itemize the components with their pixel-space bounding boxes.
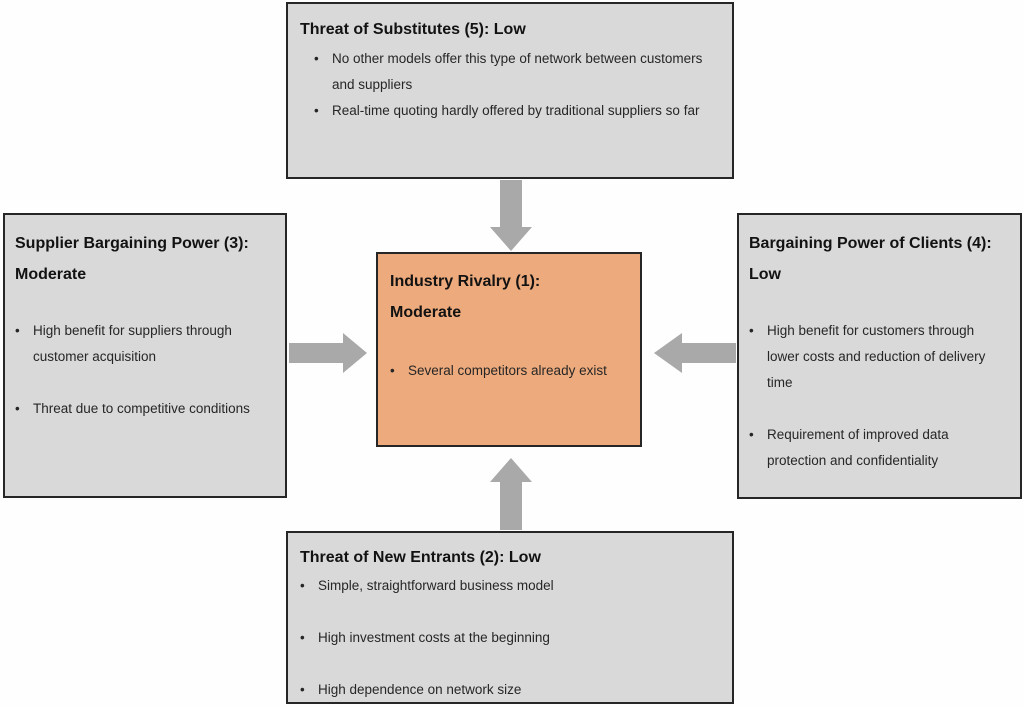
bullet-item: • High benefit for customers through low… (749, 318, 1010, 396)
bullet-text: High benefit for customers through lower… (767, 323, 986, 390)
bullet-icon: • (300, 682, 305, 697)
arrow-up-shape (490, 458, 532, 530)
bullet-text: High investment costs at the beginning (318, 630, 550, 645)
arrow-right-shape (289, 333, 367, 373)
bullet-text: Several competitors already exist (408, 363, 607, 378)
bullet-icon: • (749, 427, 754, 442)
bullet-text: High dependence on network size (318, 682, 522, 697)
bullet-item: • Real-time quoting hardly offered by tr… (300, 98, 726, 124)
bullet-item: • Threat due to competitive conditions (15, 396, 275, 422)
clients-power-box: Bargaining Power of Clients (4): Low • H… (737, 213, 1022, 499)
bullet-item: • Requirement of improved data protectio… (749, 422, 1010, 474)
bullet-text: High benefit for suppliers through custo… (33, 323, 232, 364)
title-line: Supplier Bargaining Power (3): (15, 235, 249, 252)
bullet-icon: • (15, 323, 20, 338)
supplier-power-bullets: • High benefit for suppliers through cus… (15, 318, 275, 422)
arrow-up-icon (490, 458, 532, 530)
bullet-text: Threat due to competitive conditions (33, 401, 250, 416)
bullet-item: • No other models offer this type of net… (300, 46, 726, 98)
industry-rivalry-title: Industry Rivalry (1): Moderate (390, 266, 628, 328)
bullet-text: Requirement of improved data protection … (767, 427, 949, 468)
title-line: Bargaining Power of Clients (4): (749, 235, 992, 252)
clients-power-title: Bargaining Power of Clients (4): Low (749, 228, 1010, 290)
clients-power-bullets: • High benefit for customers through low… (749, 318, 1010, 474)
bullet-text: No other models offer this type of netwo… (332, 51, 703, 92)
arrow-right-icon (289, 333, 367, 373)
substitutes-bullets: • No other models offer this type of net… (300, 46, 726, 124)
bullet-icon: • (300, 630, 305, 645)
arrow-down-icon (490, 180, 532, 251)
bullet-text: Simple, straightforward business model (318, 578, 554, 593)
bullet-item: • Several competitors already exist (390, 358, 628, 384)
bullet-icon: • (314, 103, 319, 118)
bullet-item: • High benefit for suppliers through cus… (15, 318, 275, 370)
title-line: Moderate (390, 304, 462, 321)
industry-rivalry-box: Industry Rivalry (1): Moderate • Several… (376, 252, 642, 447)
arrow-down-shape (490, 180, 532, 251)
bullet-icon: • (15, 401, 20, 416)
title-line: Industry Rivalry (1): (390, 273, 541, 290)
title-line: Moderate (15, 266, 87, 283)
arrow-left-icon (654, 333, 736, 373)
bullet-item: • Simple, straightforward business model (300, 573, 726, 599)
bullet-item: • High investment costs at the beginning (300, 625, 726, 651)
substitutes-box: Threat of Substitutes (5): Low • No othe… (286, 2, 734, 179)
new-entrants-title: Threat of New Entrants (2): Low (300, 549, 541, 566)
supplier-power-title: Supplier Bargaining Power (3): Moderate (15, 228, 275, 290)
arrow-left-shape (654, 333, 736, 373)
substitutes-title: Threat of Substitutes (5): Low (300, 21, 526, 38)
bullet-icon: • (749, 323, 754, 338)
bullet-item: • High dependence on network size (300, 677, 726, 703)
bullet-icon: • (314, 51, 319, 66)
bullet-icon: • (300, 578, 305, 593)
title-line: Low (749, 266, 781, 283)
industry-rivalry-bullets: • Several competitors already exist (390, 358, 628, 384)
bullet-text: Real-time quoting hardly offered by trad… (332, 103, 700, 118)
new-entrants-box: Threat of New Entrants (2): Low • Simple… (286, 531, 734, 704)
bullet-icon: • (390, 363, 395, 378)
supplier-power-box: Supplier Bargaining Power (3): Moderate … (3, 213, 287, 498)
new-entrants-bullets: • Simple, straightforward business model… (300, 573, 726, 703)
